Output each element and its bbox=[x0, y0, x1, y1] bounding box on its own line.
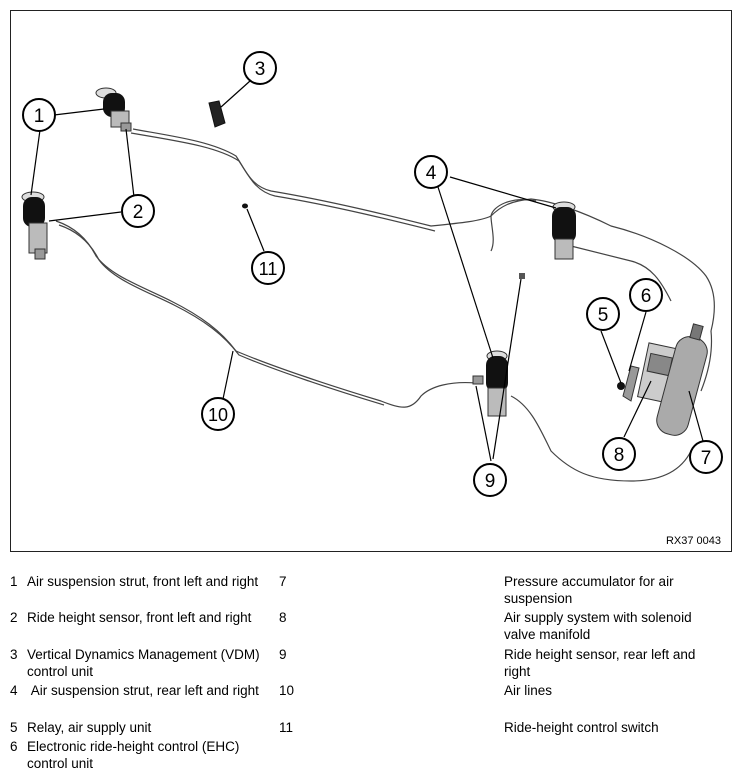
legend-number: 11 bbox=[279, 720, 294, 735]
callout-7: 7 bbox=[689, 440, 723, 474]
callout-1: 1 bbox=[22, 98, 56, 132]
rear-ride-height-sensor bbox=[519, 273, 525, 279]
svg-text:7: 7 bbox=[701, 448, 712, 469]
legend-text: Relay, air supply unit bbox=[27, 720, 152, 735]
ehc-control-unit bbox=[622, 365, 640, 402]
svg-text:11: 11 bbox=[259, 259, 278, 279]
legend-text: Ride height sensor, front left and right bbox=[27, 610, 252, 625]
svg-text:5: 5 bbox=[598, 305, 609, 326]
legend-text: Air suspension strut, front left and rig… bbox=[27, 574, 259, 589]
svg-text:8: 8 bbox=[614, 445, 625, 466]
diagram-drawing: 1 2 3 4 5 6 7 8 bbox=[21, 51, 723, 497]
legend-text: Electronic ride-height control (EHC) con… bbox=[27, 739, 240, 771]
legend-number: 2 bbox=[10, 610, 18, 625]
svg-text:4: 4 bbox=[426, 163, 437, 184]
callout-9: 9 bbox=[473, 463, 507, 497]
front-strut-right bbox=[95, 87, 132, 132]
legend-text: Ride-height control switch bbox=[504, 720, 659, 735]
legend-number: 4 bbox=[10, 683, 18, 698]
legend-text: Air supply system with solenoid valve ma… bbox=[504, 610, 692, 642]
legend-number: 9 bbox=[279, 647, 287, 662]
svg-text:2: 2 bbox=[133, 202, 144, 223]
svg-text:1: 1 bbox=[34, 106, 45, 127]
legend-text: Air suspension strut, rear left and righ… bbox=[27, 683, 259, 698]
svg-text:6: 6 bbox=[641, 286, 652, 307]
legend-number: 6 bbox=[10, 739, 18, 754]
callout-11: 11 bbox=[251, 251, 285, 285]
leader-lines bbox=[30, 80, 704, 462]
pressure-accumulator bbox=[656, 323, 708, 436]
legend-text: Air lines bbox=[504, 683, 553, 698]
legend-number: 3 bbox=[10, 647, 18, 662]
rear-strut-left bbox=[472, 350, 508, 417]
legend-text: Vertical Dynamics Management (VDM) contr… bbox=[27, 647, 260, 679]
svg-text:3: 3 bbox=[255, 59, 266, 80]
callout-8: 8 bbox=[602, 437, 636, 471]
ride-height-switch bbox=[242, 203, 248, 209]
vdm-control-unit bbox=[208, 100, 226, 128]
callout-5: 5 bbox=[586, 297, 620, 331]
figure-code: RX37 0043 bbox=[665, 535, 721, 547]
front-strut-left bbox=[21, 191, 48, 260]
callout-4: 4 bbox=[414, 155, 448, 189]
callout-2: 2 bbox=[121, 194, 155, 228]
legend-text: Pressure accumulator for air suspension bbox=[504, 574, 674, 606]
callout-10: 10 bbox=[201, 397, 235, 431]
legend-number: 1 bbox=[10, 574, 18, 589]
svg-text:9: 9 bbox=[485, 471, 496, 492]
legend-number: 7 bbox=[279, 574, 287, 589]
legend-number: 5 bbox=[10, 720, 18, 735]
relay bbox=[617, 382, 625, 390]
air-lines bbox=[55, 128, 715, 482]
svg-text:10: 10 bbox=[208, 405, 228, 425]
legend-text: Ride height sensor, rear left and right bbox=[504, 647, 696, 679]
legend-number: 8 bbox=[279, 610, 287, 625]
callout-6: 6 bbox=[629, 278, 663, 312]
callout-3: 3 bbox=[243, 51, 277, 85]
legend-number: 10 bbox=[279, 683, 295, 698]
rear-strut-right bbox=[552, 201, 576, 260]
diagram-figure: 1 2 3 4 5 6 7 8 bbox=[10, 10, 732, 552]
